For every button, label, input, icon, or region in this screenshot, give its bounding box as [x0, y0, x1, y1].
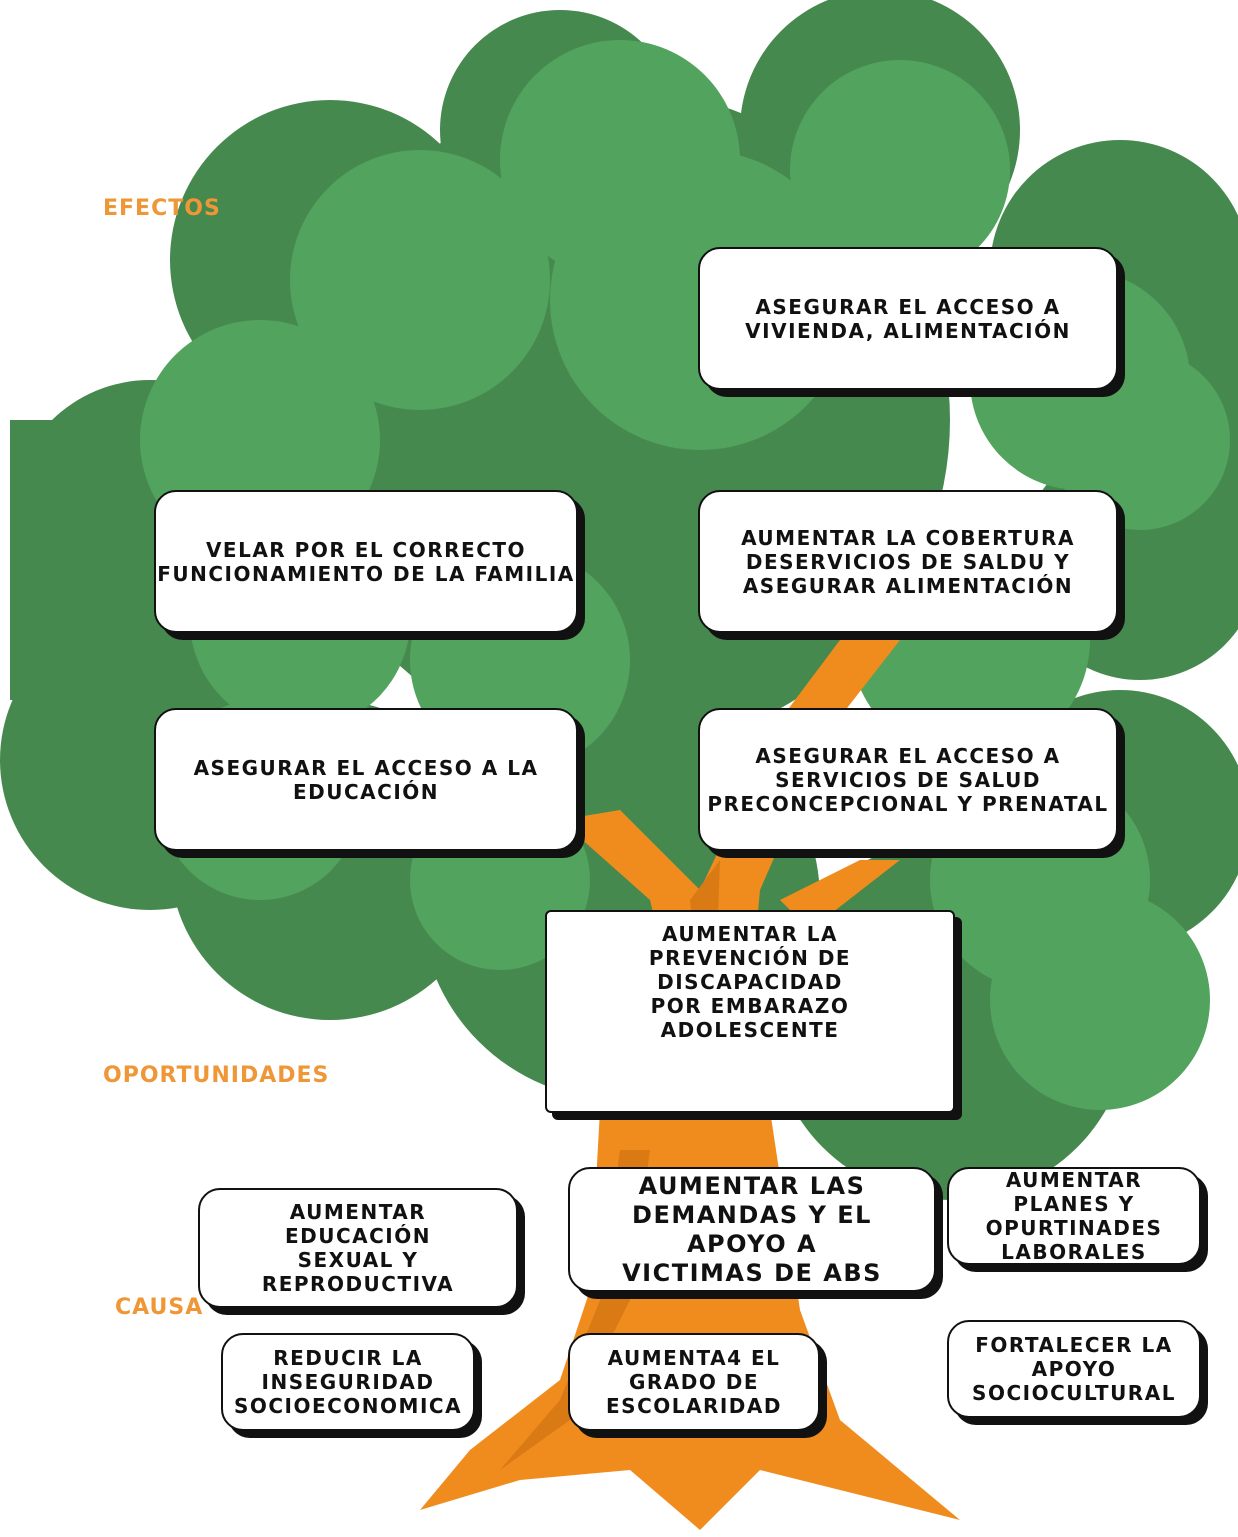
box-demandas: AUMENTAR LAS DEMANDAS Y EL APOYO A VICTI… — [568, 1167, 936, 1292]
box-familia-text: VELAR POR EL CORRECTO FUNCIONAMIENTO DE … — [157, 537, 575, 586]
box-escolaridad-text: AUMENTA4 EL GRADO DE ESCOLARIDAD — [606, 1346, 782, 1418]
label-efectos: EFECTOS — [103, 196, 221, 221]
box-sexual: AUMENTAR EDUCACIÓN SEXUAL Y REPRODUCTIVA — [198, 1188, 518, 1308]
box-vivienda-text: ASEGURAR EL ACCESO A VIVIENDA, ALIMENTAC… — [745, 294, 1071, 343]
box-sexual-text: AUMENTAR EDUCACIÓN SEXUAL Y REPRODUCTIVA — [261, 1200, 455, 1296]
box-educacion-text: ASEGURAR EL ACCESO A LA EDUCACIÓN — [193, 755, 539, 804]
box-cobertura: AUMENTAR LA COBERTURA DESERVICIOS DE SAL… — [698, 490, 1118, 633]
label-oportunidades: OPORTUNIDADES — [103, 1063, 330, 1088]
box-prevencion: AUMENTAR LA PREVENCIÓN DE DISCAPACIDAD P… — [545, 910, 955, 1113]
box-inseguridad-text: REDUCIR LA INSEGURIDAD SOCIOECONOMICA — [233, 1346, 463, 1418]
box-familia: VELAR POR EL CORRECTO FUNCIONAMIENTO DE … — [154, 490, 578, 633]
box-cobertura-text: AUMENTAR LA COBERTURA DESERVICIOS DE SAL… — [741, 525, 1075, 598]
box-prevencion-text: AUMENTAR LA PREVENCIÓN DE DISCAPACIDAD P… — [648, 922, 852, 1042]
label-causa: CAUSA — [115, 1295, 204, 1320]
box-salud-text: ASEGURAR EL ACCESO A SERVICIOS DE SALUD … — [707, 743, 1109, 816]
box-salud: ASEGURAR EL ACCESO A SERVICIOS DE SALUD … — [698, 708, 1118, 851]
box-demandas-text: AUMENTAR LAS DEMANDAS Y EL APOYO A VICTI… — [622, 1171, 882, 1287]
box-laborales: AUMENTAR PLANES Y OPURTINADES LABORALES — [947, 1167, 1201, 1265]
box-escolaridad: AUMENTA4 EL GRADO DE ESCOLARIDAD — [568, 1333, 820, 1431]
box-educacion: ASEGURAR EL ACCESO A LA EDUCACIÓN — [154, 708, 578, 851]
box-vivienda: ASEGURAR EL ACCESO A VIVIENDA, ALIMENTAC… — [698, 247, 1118, 390]
box-laborales-text: AUMENTAR PLANES Y OPURTINADES LABORALES — [985, 1168, 1163, 1264]
box-sociocultural: FORTALECER LA APOYO SOCIOCULTURAL — [947, 1320, 1201, 1418]
box-inseguridad: REDUCIR LA INSEGURIDAD SOCIOECONOMICA — [221, 1333, 475, 1431]
box-sociocultural-text: FORTALECER LA APOYO SOCIOCULTURAL — [972, 1333, 1176, 1405]
